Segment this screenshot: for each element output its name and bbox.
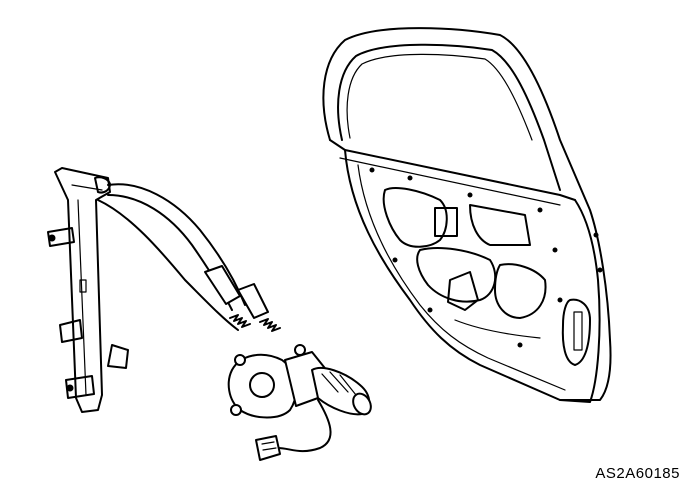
figure-reference-code: AS2A60185 [595,465,680,482]
door-hole [369,167,375,173]
door-hole [552,247,558,253]
motor-end-cap [352,392,372,416]
door-window-frame-outer [322,27,612,401]
rail-bottom-bracket [65,375,95,399]
door-hole [392,257,398,263]
cable-upper-parallel [107,194,233,311]
door-window-frame-lip [346,53,533,141]
regulator-motor-assembly [227,344,372,419]
rail-upper-bracket [47,227,75,247]
bolt-icon [48,234,56,242]
door-hole [597,267,603,273]
door-access-hole-upper [382,187,448,248]
door-hole [537,207,543,213]
cable-lower [97,199,239,331]
rail-mid-bracket [59,319,83,343]
cable-spring-right [259,318,281,332]
motor-connector-detail [261,441,277,451]
door-access-hole-mid [469,204,531,246]
door-belt-line-lower [339,157,561,206]
door-latch-area [561,298,591,366]
motor-wiring [255,399,332,461]
door-hole [557,297,563,303]
motor-mount-ear [230,404,242,416]
door-hole [517,342,523,348]
door-hole [407,175,413,181]
rail-outer [54,167,111,413]
door-inner-body-edge [357,164,566,391]
door-hole [427,307,433,313]
door-hole [467,192,473,198]
cable-upper [107,183,246,306]
motor-mount-ear [294,344,306,356]
rear-door-panel [322,27,612,403]
bolt-icon [66,384,74,392]
motor-body-ribs [321,371,357,396]
cable-spring-left [229,314,251,328]
motor-drum-housing [227,353,298,419]
door-lower-rib [454,319,541,339]
rail-lower-bracket [107,344,129,369]
door-window-frame-inner [337,43,561,191]
door-bracket-mount [447,271,479,311]
motor-drum [249,372,275,398]
door-hole [593,232,599,238]
motor-mount-ear [234,354,246,366]
door-speaker-cutout [434,207,458,237]
door-latch-inner [573,311,583,351]
regulator-cables [97,183,281,332]
door-belt-line [329,139,576,201]
rail-slot [79,279,87,293]
door-inner-body [344,149,601,403]
cable-sleeve-right [237,283,269,319]
window-regulator-rail [47,167,129,413]
door-lower-opening [494,263,547,319]
door-access-hole-lower [416,247,497,303]
motor-wire [277,399,332,453]
cable-sleeve-left [204,265,241,305]
